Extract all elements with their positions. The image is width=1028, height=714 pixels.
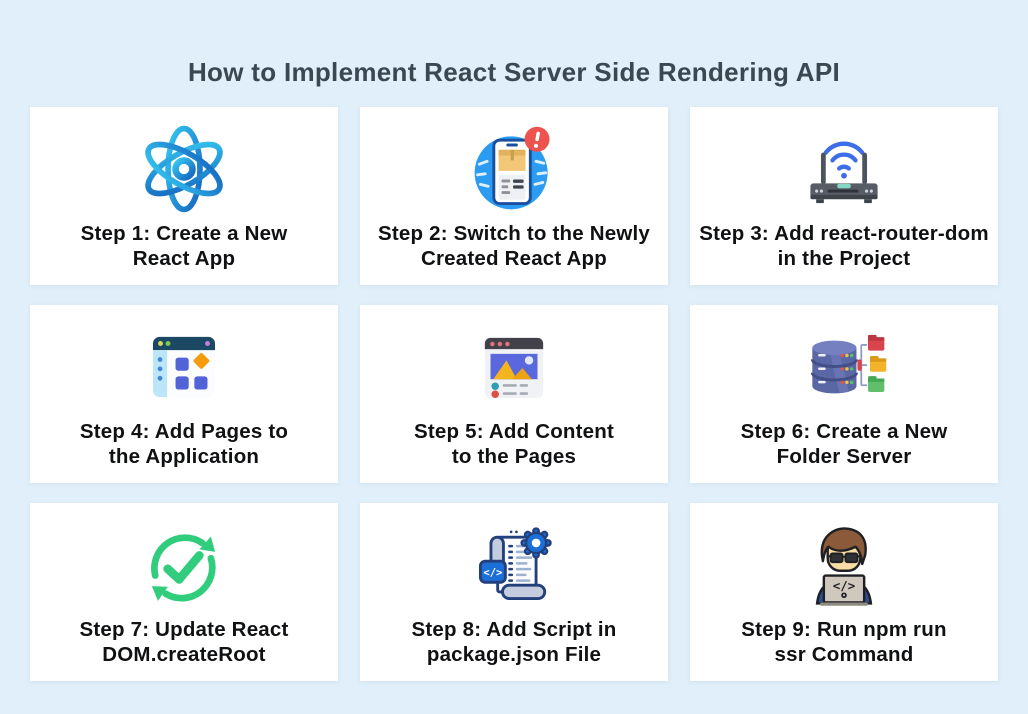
svg-text:</>: </>: [833, 578, 856, 593]
svg-text:</>: </>: [483, 567, 502, 579]
phone-notification-icon: [466, 119, 562, 219]
developer-laptop-icon: </>: [796, 515, 892, 615]
browser-content-icon: [467, 317, 561, 417]
browser-pages-icon: [137, 317, 231, 417]
page-title: How to Implement React Server Side Rende…: [187, 57, 841, 88]
database-folders-icon: [796, 317, 892, 417]
sync-check-icon: [136, 515, 232, 615]
script-gear-icon: </>: [466, 515, 562, 615]
react-atom-icon: [137, 119, 231, 219]
wifi-router-icon: [796, 119, 892, 219]
